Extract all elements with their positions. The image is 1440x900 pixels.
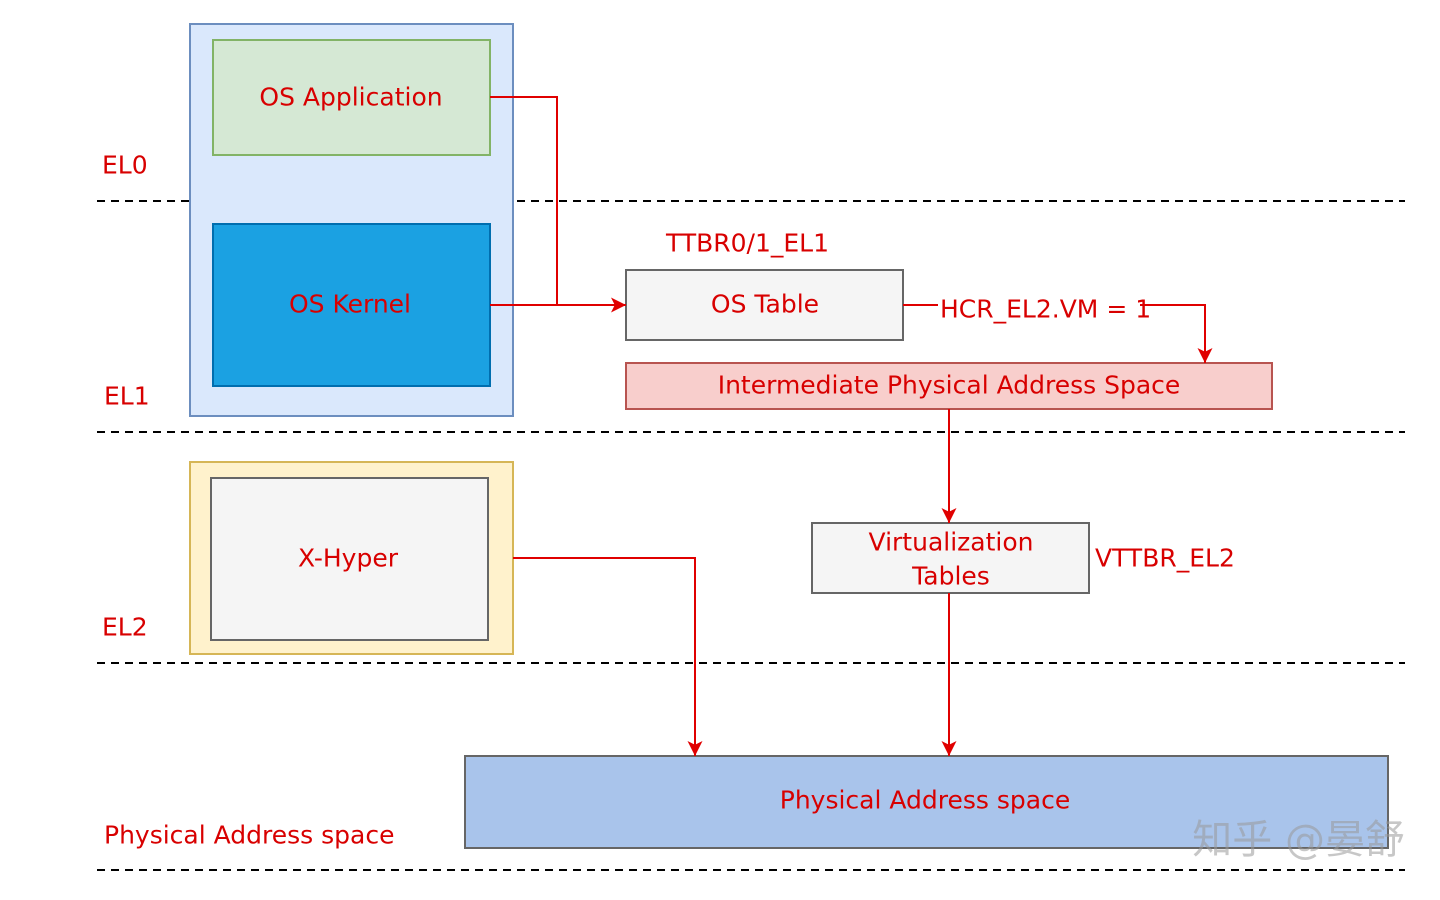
hcr-label-background xyxy=(938,292,1140,322)
virtualization-tables-label-line1: Virtualization xyxy=(869,528,1034,557)
os-application-label: OS Application xyxy=(259,83,442,112)
arrow-x-hyper-to-physical-space xyxy=(513,557,703,756)
arrow-os-application-to-os-table xyxy=(490,96,558,305)
x-hyper-label: X-Hyper xyxy=(298,544,399,573)
os-application-box xyxy=(212,39,491,156)
hcr-label: HCR_EL2.VM = 1 xyxy=(940,295,1151,324)
virtualization-tables-box xyxy=(811,522,1090,594)
x-hyper-box xyxy=(210,477,489,641)
physical-space-box xyxy=(464,755,1389,849)
os-table-label: OS Table xyxy=(711,290,819,319)
level-label-el0: EL0 xyxy=(102,151,148,180)
vttbr-label: VTTBR_EL2 xyxy=(1095,544,1235,573)
level-label-physical: Physical Address space xyxy=(104,821,395,850)
level-label-el2: EL2 xyxy=(102,613,148,642)
level-label-el1: EL1 xyxy=(104,382,150,411)
ttbr-label: TTBR0/1_EL1 xyxy=(665,229,829,258)
virtualization-tables-label-line2: Tables xyxy=(911,562,990,591)
physical-space-label: Physical Address space xyxy=(780,786,1071,815)
watermark: 知乎 @晏舒 xyxy=(1192,817,1405,863)
ipa-space-label: Intermediate Physical Address Space xyxy=(718,371,1181,400)
os-kernel-label: OS Kernel xyxy=(289,290,411,319)
